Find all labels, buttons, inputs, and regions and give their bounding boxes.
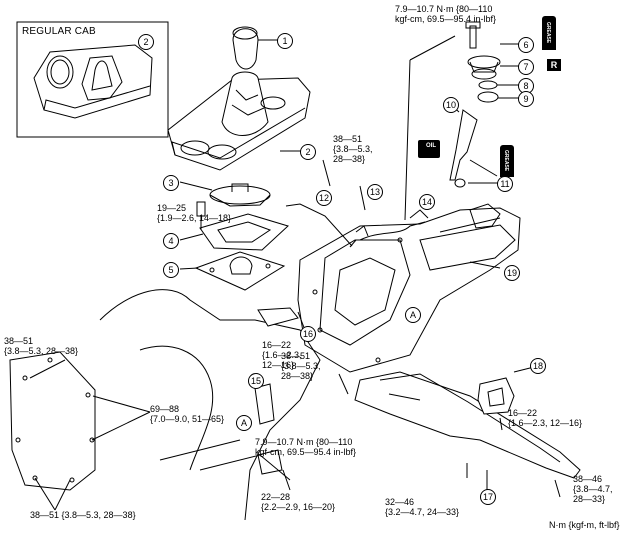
torque-38-51-mid: 38—51{3.8—5.3,28—38} [281, 351, 321, 381]
marker-a-1: A [405, 307, 421, 323]
callout-16: 16 [300, 326, 316, 342]
callout-4: 4 [163, 233, 179, 249]
torque-69-88: 69—88{7.0—9.0, 51—65} [150, 404, 225, 424]
torque-32-46: 32—46{3.2—4.7, 24—33} [385, 497, 460, 517]
grease-tin-1-label: GREASE [545, 22, 551, 44]
callout-8: 8 [518, 78, 534, 94]
callout-19: 19 [504, 265, 520, 281]
marker-a-2: A [236, 415, 252, 431]
callout-11: 11 [497, 176, 513, 192]
grease-tin-1 [542, 16, 556, 50]
shift-lever-parts [465, 21, 520, 103]
transmission-mount [477, 366, 535, 415]
torque-38-51-a: 38—51{3.8—5.3,28—38} [333, 134, 373, 164]
callout-1: 1 [277, 33, 293, 49]
wiring-harness [285, 203, 429, 248]
shift-lever-seat [179, 181, 271, 207]
callout-3: 3 [163, 175, 179, 191]
callout-6: 6 [518, 37, 534, 53]
torque-38-51-bottom: 38—51 {3.8—5.3, 28—38} [30, 510, 136, 520]
callout-2-inset: 2 [138, 34, 154, 50]
transmission-case [297, 203, 521, 373]
callout-13: 13 [367, 184, 383, 200]
callout-15: 15 [248, 373, 264, 389]
callout-12: 12 [316, 190, 332, 206]
torque-16-22-b: 16—22{1.6—2.3, 12—16} [508, 408, 583, 428]
crossmember [354, 371, 581, 490]
callout-17: 17 [480, 489, 496, 505]
callout-18: 18 [530, 358, 546, 374]
oil-can-label: OIL [426, 143, 436, 149]
inset-frame [16, 21, 169, 138]
gasket-plate [179, 213, 289, 251]
marker-r: R [547, 59, 561, 71]
inset-title: REGULAR CAB [22, 26, 96, 37]
clutch-release-parts [254, 307, 306, 491]
grease-tin-2 [500, 145, 514, 177]
callout-14: 14 [419, 194, 435, 210]
bell-housing-cover [9, 351, 151, 511]
callout-7: 7 [518, 59, 534, 75]
units-note: N·m {kgf-m, ft-lbf} [549, 520, 620, 530]
inset-console [33, 44, 153, 119]
grease-tin-2-label: GREASE [503, 150, 509, 172]
torque-38-51-left: 38—51{3.8—5.3, 28—38} [4, 336, 79, 356]
torque-16-22-a: 16—22{1.6—2.3,12—16} [262, 340, 302, 370]
bolt-19-25 [196, 201, 206, 230]
torque-22-28: 22—28{2.2—2.9, 16—20} [261, 492, 336, 512]
callout-2: 2 [300, 144, 316, 160]
callout-10: 10 [443, 97, 459, 113]
callout-5: 5 [163, 262, 179, 278]
torque-19-25: 19—25{1.9—2.6, 14—18} [157, 203, 232, 223]
boot-plate [179, 251, 286, 291]
callout-9: 9 [518, 91, 534, 107]
shift-boot-console [167, 71, 311, 171]
oil-can [418, 140, 440, 158]
shift-knob [232, 26, 279, 70]
shift-lever-10 [449, 103, 499, 188]
torque-38-46: 38—46{3.8—4.7,28—33} [573, 474, 613, 504]
